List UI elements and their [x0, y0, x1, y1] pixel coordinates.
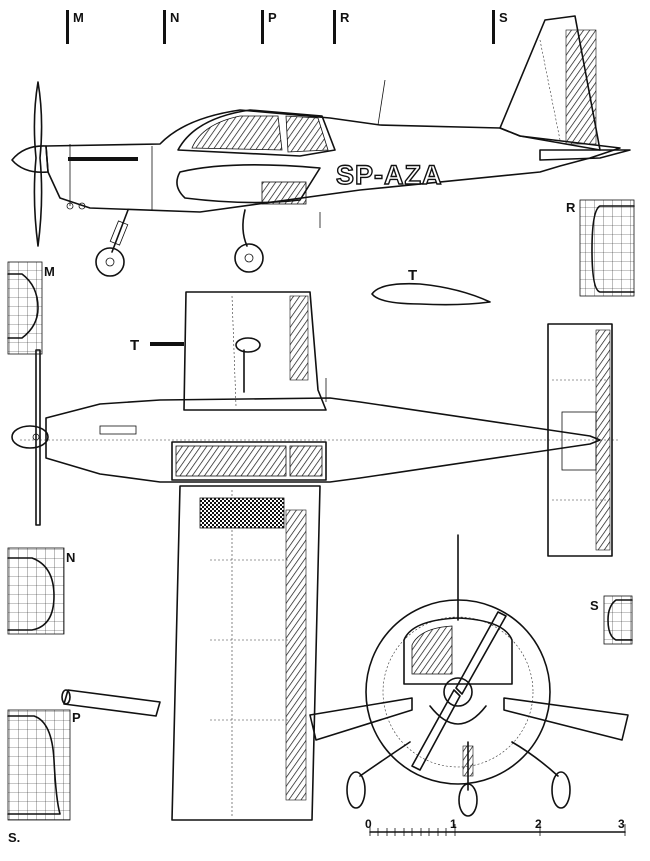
profile-r: R: [566, 199, 635, 297]
plan-fuselage: [45, 397, 601, 483]
plan-view: [11, 291, 620, 821]
side-nose-gear: [95, 209, 129, 277]
profile-label-t: T: [408, 267, 417, 284]
plan-wing-upper: [183, 291, 327, 411]
strut-detail: [61, 689, 161, 717]
profile-t-airfoil: T: [371, 267, 491, 306]
section-marker-m: M: [66, 10, 84, 44]
side-main-gear: [234, 209, 264, 273]
side-exhaust-louvers: [68, 157, 138, 161]
section-marker-label: P: [268, 10, 277, 25]
section-marker-label: R: [340, 10, 350, 25]
pointer-label-t: T: [130, 337, 139, 354]
side-rudder-ribs: [565, 29, 597, 145]
front-propeller-blades: [411, 611, 507, 771]
scale-tick-label: 3: [618, 817, 625, 831]
plan-canopy: [171, 441, 327, 481]
front-main-wheel-left: [346, 771, 366, 809]
plan-spinner: [11, 425, 49, 449]
section-marker-p: P: [261, 10, 277, 44]
plan-wing-lower: [171, 485, 321, 821]
plan-aileron-lower: [285, 509, 307, 801]
scale-tick-label: 1: [450, 817, 457, 831]
plan-walkway: [199, 497, 285, 529]
registration-marking: SP-AZA: [336, 160, 443, 190]
profile-m: M: [7, 261, 55, 355]
profile-n: N: [7, 547, 75, 635]
corner-label: S.: [8, 830, 20, 845]
profile-p: P: [7, 709, 81, 821]
front-canopy: [403, 617, 513, 685]
section-marker-r: R: [333, 10, 350, 44]
plan-propeller: [35, 349, 41, 526]
section-markers: M N P R S: [66, 10, 508, 44]
section-marker-label: N: [170, 10, 179, 25]
section-marker-s: S: [492, 10, 508, 44]
front-view: [309, 534, 629, 817]
profile-label-s: S: [590, 598, 599, 613]
front-propeller-disc: [365, 599, 551, 785]
scale-tick-label: 2: [535, 817, 542, 831]
profile-label-p: P: [72, 710, 81, 725]
front-wing-right: [503, 697, 629, 741]
section-marker-label: S: [499, 10, 508, 25]
profile-label-n: N: [66, 550, 75, 565]
side-canopy: [177, 109, 336, 157]
side-canopy-glazing: [191, 115, 283, 151]
side-stabilizer: [539, 149, 631, 161]
profile-label-m: M: [44, 264, 55, 279]
front-wing-left: [309, 697, 413, 741]
pointer-t: T: [130, 337, 184, 354]
section-marker-n: N: [163, 10, 179, 44]
front-main-wheel-right: [551, 771, 571, 809]
section-marker-label: M: [73, 10, 84, 25]
side-view: SP-AZA: [11, 15, 631, 277]
side-spinner: [11, 145, 49, 174]
profile-s: S: [590, 595, 633, 645]
plan-stabilizer: [547, 323, 613, 557]
plan-aileron-upper: [289, 295, 309, 381]
plan-elevator: [595, 329, 611, 551]
profile-label-r: R: [566, 200, 576, 215]
front-nose-wheel: [458, 783, 478, 817]
scale-bar: 0 1 2 3: [365, 817, 626, 836]
side-propeller: [33, 81, 43, 247]
scale-tick-label: 0: [365, 817, 372, 831]
